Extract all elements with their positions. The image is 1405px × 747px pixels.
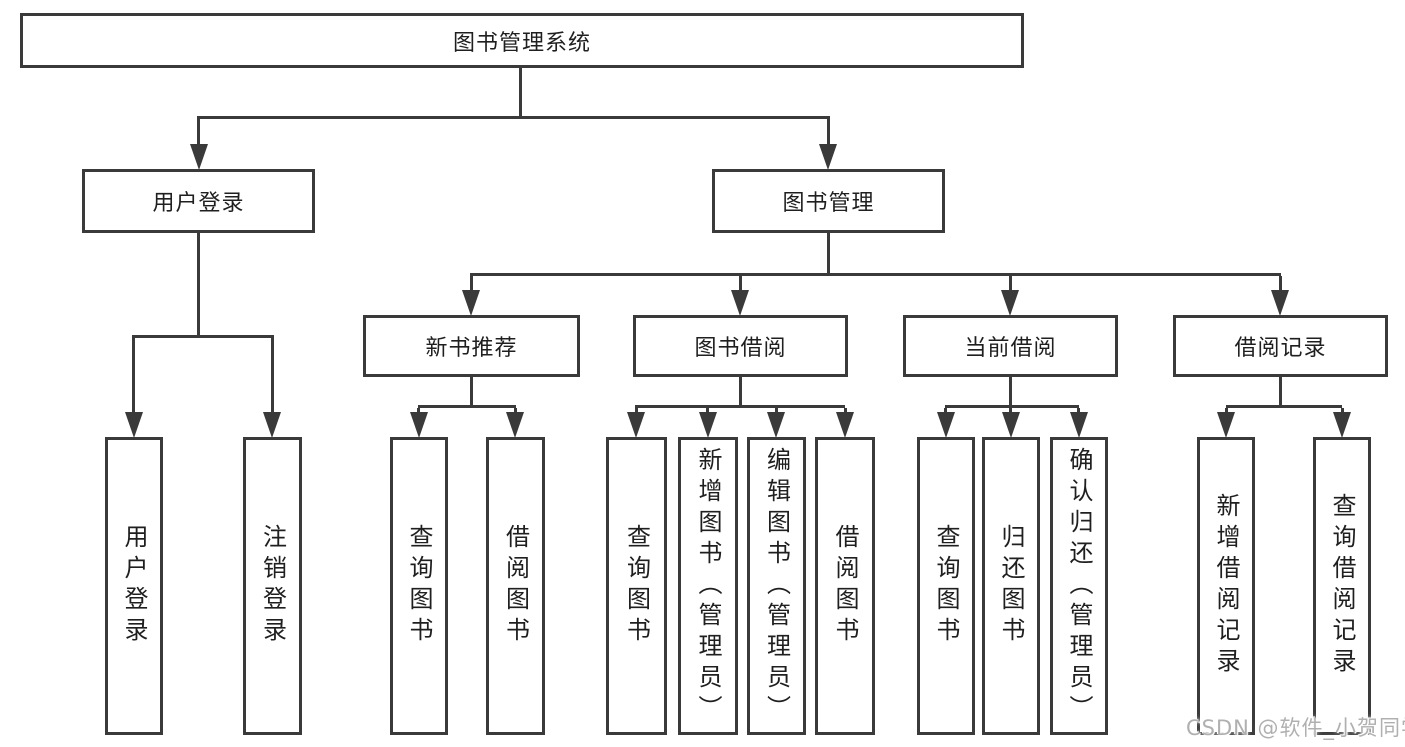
arrowhead-confirm-return-admin <box>1070 412 1088 438</box>
connector-new-book-recommend-horizontal <box>418 405 516 408</box>
arrowhead-query-books-current <box>937 412 955 438</box>
node-root: 图书管理系统 <box>20 13 1024 68</box>
leaf-query-books-borrowing: 查询图书 <box>606 437 667 735</box>
arrowhead-book-borrowing <box>731 290 749 316</box>
leaf-return-books: 归还图书 <box>982 437 1040 735</box>
arrowhead-return-books <box>1002 412 1020 438</box>
connector-drop-confirm-return-admin <box>1077 408 1080 414</box>
arrowhead-borrow-books-borrowing <box>836 412 854 438</box>
connector-drop-borrow-books-borrowing <box>844 408 847 414</box>
connector-borrowing-records-trunk <box>1279 377 1282 408</box>
leaf-confirm-return-admin: 确认归还（管理员） <box>1050 437 1108 735</box>
connector-drop-leaf-user-login <box>132 338 135 416</box>
csdn-watermark: CSDN @软件_小贺同学 <box>1186 716 1405 740</box>
connector-new-book-recommend-trunk <box>470 377 473 408</box>
connector-current-borrowing-horizontal <box>945 405 1079 408</box>
leaf-query-books-current: 查询图书 <box>917 437 975 735</box>
leaf-add-borrow-record: 新增借阅记录 <box>1197 437 1255 735</box>
connector-drop-query-books-borrowing <box>635 408 638 414</box>
connector-drop-add-books-admin <box>706 408 709 414</box>
connector-drop-borrowing-records <box>1279 276 1282 293</box>
arrowhead-query-books-recommend <box>410 412 428 438</box>
arrowhead-query-borrow-record <box>1333 412 1351 438</box>
connector-drop-query-borrow-record <box>1341 408 1344 414</box>
arrowhead-leaf-user-login <box>125 412 143 438</box>
leaf-logout: 注销登录 <box>243 437 302 735</box>
connector-root-trunk <box>519 68 522 119</box>
arrowhead-borrow-books-recommend <box>506 412 524 438</box>
connector-drop-edit-books-admin <box>775 408 778 414</box>
connector-drop-borrow-books-recommend <box>514 408 517 414</box>
arrowhead-borrowing-records <box>1271 290 1289 316</box>
leaf-query-books-recommend: 查询图书 <box>390 437 448 735</box>
connector-user-login-horizontal <box>132 335 274 338</box>
connector-drop-leaf-logout <box>271 338 274 416</box>
leaf-edit-books-admin: 编辑图书（管理员） <box>747 437 806 735</box>
arrowhead-current-borrowing <box>1001 290 1019 316</box>
node-book-management: 图书管理 <box>712 169 945 233</box>
node-book-borrowing: 图书借阅 <box>633 315 848 377</box>
arrowhead-edit-books-admin <box>767 412 785 438</box>
connector-drop-return-books <box>1009 408 1012 414</box>
arrowhead-user-login <box>190 144 208 170</box>
connector-borrowing-records-horizontal <box>1226 405 1342 408</box>
node-user-login: 用户登录 <box>82 169 315 233</box>
leaf-query-borrow-record: 查询借阅记录 <box>1313 437 1371 735</box>
connector-book-borrowing-trunk <box>739 377 742 408</box>
node-current-borrowing: 当前借阅 <box>903 315 1118 377</box>
connector-drop-book-borrowing <box>739 276 742 293</box>
arrowhead-add-borrow-record <box>1217 412 1235 438</box>
node-borrowing-records: 借阅记录 <box>1173 315 1388 377</box>
connector-book-management-trunk <box>827 233 830 276</box>
connector-book-borrowing-horizontal <box>635 405 845 408</box>
connector-current-borrowing-trunk <box>1009 377 1012 408</box>
connector-user-login-trunk <box>197 233 200 338</box>
leaf-user-login: 用户登录 <box>105 437 163 735</box>
arrowhead-add-books-admin <box>699 412 717 438</box>
arrowhead-query-books-borrowing <box>627 412 645 438</box>
connector-root-horizontal <box>197 116 830 119</box>
connector-drop-query-books-current <box>944 408 947 414</box>
leaf-borrow-books-borrowing: 借阅图书 <box>815 437 875 735</box>
connector-drop-current-borrowing <box>1009 276 1012 293</box>
arrowhead-new-book-recommend <box>462 290 480 316</box>
arrowhead-leaf-logout <box>263 412 281 438</box>
connector-drop-new-book-recommend <box>470 276 473 293</box>
connector-drop-book-management <box>827 119 830 149</box>
connector-drop-user-login <box>197 119 200 149</box>
connector-book-management-horizontal <box>470 273 1281 276</box>
connector-drop-query-books-recommend <box>417 408 420 414</box>
connector-drop-add-borrow-record <box>1225 408 1228 414</box>
leaf-borrow-books-recommend: 借阅图书 <box>486 437 545 735</box>
arrowhead-book-management <box>819 144 837 170</box>
node-new-book-recommend: 新书推荐 <box>363 315 580 377</box>
leaf-add-books-admin: 新增图书（管理员） <box>678 437 738 735</box>
